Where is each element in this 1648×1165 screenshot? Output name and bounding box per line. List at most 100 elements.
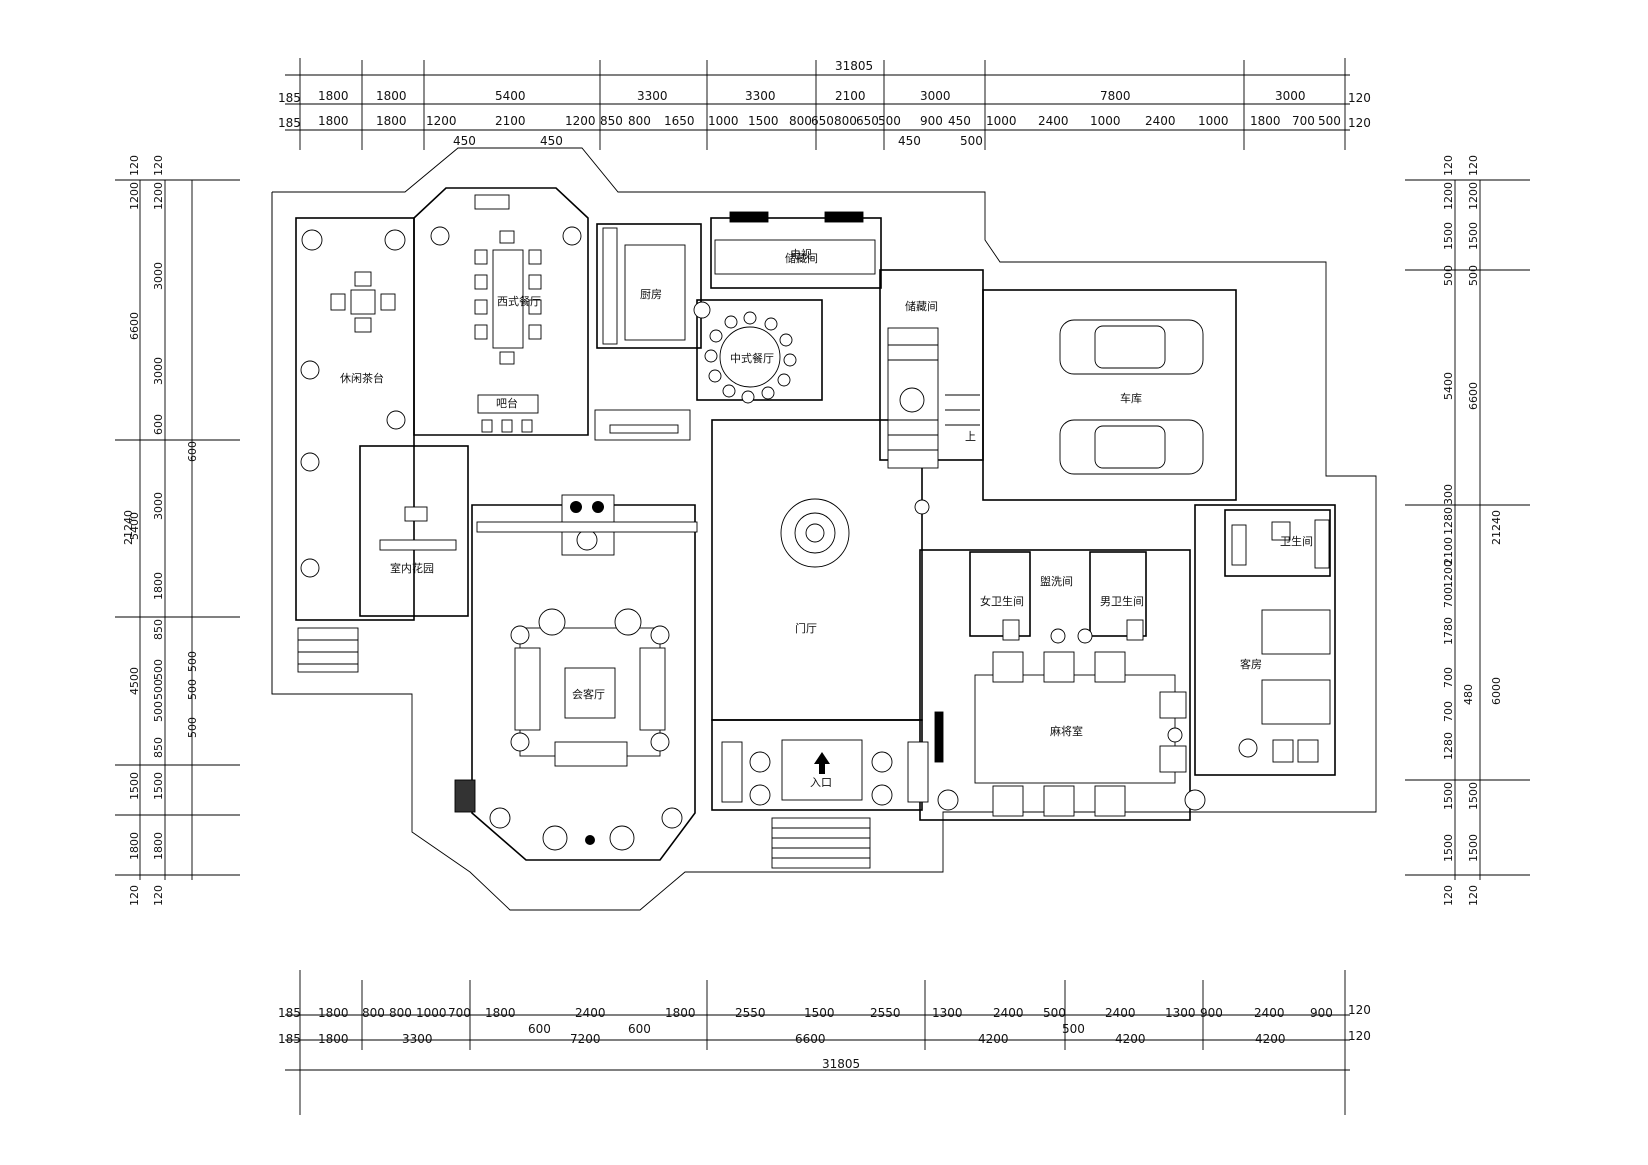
- svg-text:3000: 3000: [1275, 89, 1306, 103]
- svg-text:1200: 1200: [128, 182, 141, 210]
- top-dimensions: 31805 185 1800 1800 5400 3300 3300 2100 …: [278, 58, 1371, 150]
- svg-text:1000: 1000: [986, 114, 1017, 128]
- svg-text:3000: 3000: [152, 492, 165, 520]
- entry-label: 入口: [810, 776, 832, 789]
- svg-text:500: 500: [1467, 265, 1480, 286]
- top-total-dim: 31805: [835, 59, 873, 73]
- room-male-wc: 男卫生间: [1100, 594, 1144, 608]
- round-table-chairs: [704, 311, 797, 404]
- svg-text:1500: 1500: [1467, 834, 1480, 862]
- svg-text:1500: 1500: [1467, 222, 1480, 250]
- svg-text:600: 600: [186, 441, 199, 462]
- svg-text:185: 185: [278, 91, 301, 105]
- side-steps: [298, 639, 358, 665]
- svg-text:500: 500: [152, 701, 165, 722]
- svg-text:500: 500: [1043, 1006, 1066, 1020]
- svg-text:300: 300: [1442, 484, 1455, 505]
- svg-text:1800: 1800: [485, 1006, 516, 1020]
- svg-text:700: 700: [1292, 114, 1315, 128]
- svg-text:500: 500: [1062, 1022, 1085, 1036]
- room-storage: 储藏间: [785, 251, 818, 265]
- svg-text:7800: 7800: [1100, 89, 1131, 103]
- site-outline: [271, 147, 1377, 911]
- svg-text:1500: 1500: [152, 772, 165, 800]
- room-garage: 车库: [1120, 391, 1142, 405]
- room-chinese-dining: 中式餐厅: [730, 351, 774, 365]
- right-dimensions: 21240 1200 1500 500 5400 300 1280 2100 1…: [1405, 155, 1530, 906]
- svg-text:2100: 2100: [835, 89, 866, 103]
- svg-text:2400: 2400: [1145, 114, 1176, 128]
- svg-text:600: 600: [152, 414, 165, 435]
- bar-label: 吧台: [496, 396, 518, 410]
- svg-text:1500: 1500: [804, 1006, 835, 1020]
- svg-text:1800: 1800: [128, 832, 141, 860]
- svg-text:1800: 1800: [318, 89, 349, 103]
- room-kitchen: 厨房: [640, 288, 662, 301]
- room-stairwell: 储藏间: [905, 299, 938, 313]
- svg-text:1800: 1800: [665, 1006, 696, 1020]
- svg-text:120: 120: [1348, 116, 1371, 130]
- svg-text:1200: 1200: [1442, 182, 1455, 210]
- svg-text:1000: 1000: [708, 114, 739, 128]
- svg-text:185: 185: [278, 1006, 301, 1020]
- svg-text:450: 450: [453, 134, 476, 148]
- svg-text:3000: 3000: [152, 262, 165, 290]
- svg-text:1800: 1800: [152, 832, 165, 860]
- left-total-dim: 21240: [122, 510, 135, 545]
- svg-text:800: 800: [628, 114, 651, 128]
- svg-text:5400: 5400: [1442, 372, 1455, 400]
- svg-text:1500: 1500: [1442, 222, 1455, 250]
- svg-text:650: 650: [856, 114, 879, 128]
- room-guest-bath: 卫生间: [1280, 534, 1313, 548]
- svg-text:1500: 1500: [1442, 834, 1455, 862]
- room-meeting: 会客厅: [572, 687, 605, 701]
- svg-text:1300: 1300: [1165, 1006, 1196, 1020]
- room-female-wc: 女卫生间: [980, 594, 1024, 608]
- svg-text:1500: 1500: [1467, 782, 1480, 810]
- stair-up-label: 上: [965, 430, 976, 443]
- building-walls: [295, 187, 1336, 861]
- svg-text:3300: 3300: [402, 1032, 433, 1046]
- room-indoor-garden: 室内花园: [390, 561, 434, 575]
- svg-text:700: 700: [1442, 701, 1455, 722]
- svg-text:900: 900: [1200, 1006, 1223, 1020]
- svg-text:500: 500: [152, 659, 165, 680]
- svg-text:700: 700: [1442, 587, 1455, 608]
- svg-text:2400: 2400: [993, 1006, 1024, 1020]
- svg-text:1800: 1800: [152, 572, 165, 600]
- svg-text:120: 120: [1348, 1029, 1371, 1043]
- svg-text:4200: 4200: [978, 1032, 1009, 1046]
- svg-text:1200: 1200: [565, 114, 596, 128]
- room-washroom: 盥洗间: [1040, 575, 1073, 588]
- bottom-dimensions: 185 1800 800 800 1000 700 1800 2400 1800…: [278, 970, 1371, 1115]
- svg-text:650: 650: [811, 114, 834, 128]
- left-dimensions: 21240 1200 6600 5400 4500 1500 1800 1200…: [115, 155, 240, 906]
- svg-text:120: 120: [152, 155, 165, 176]
- svg-text:4500: 4500: [128, 667, 141, 695]
- svg-text:185: 185: [278, 116, 301, 130]
- svg-text:1280: 1280: [1442, 732, 1455, 760]
- room-foyer: 门厅: [795, 621, 817, 635]
- svg-text:450: 450: [898, 134, 921, 148]
- svg-text:5400: 5400: [495, 89, 526, 103]
- room-guest: 客房: [1240, 657, 1262, 671]
- svg-text:500: 500: [1318, 114, 1341, 128]
- svg-text:6600: 6600: [128, 312, 141, 340]
- svg-text:1800: 1800: [318, 1006, 349, 1020]
- svg-text:120: 120: [1467, 155, 1480, 176]
- stair-treads: [888, 344, 980, 451]
- svg-text:1500: 1500: [128, 772, 141, 800]
- svg-text:120: 120: [1348, 91, 1371, 105]
- svg-text:800: 800: [389, 1006, 412, 1020]
- svg-text:2400: 2400: [1038, 114, 1069, 128]
- svg-text:1800: 1800: [1250, 114, 1281, 128]
- svg-text:120: 120: [1442, 885, 1455, 906]
- svg-text:1200: 1200: [152, 182, 165, 210]
- svg-text:1500: 1500: [1442, 782, 1455, 810]
- svg-text:800: 800: [789, 114, 812, 128]
- svg-text:1200: 1200: [426, 114, 457, 128]
- svg-text:1500: 1500: [748, 114, 779, 128]
- svg-text:900: 900: [920, 114, 943, 128]
- svg-text:185: 185: [278, 1032, 301, 1046]
- svg-text:500: 500: [186, 717, 199, 738]
